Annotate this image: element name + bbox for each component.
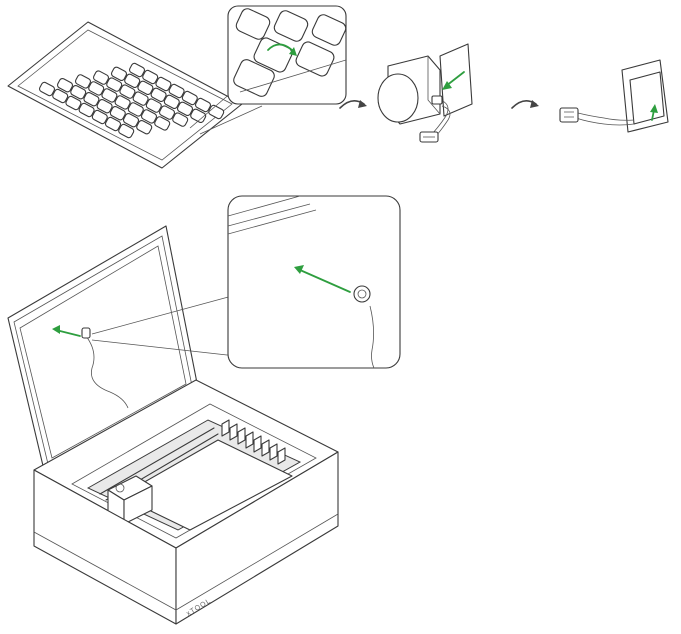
drag-chain-link: [269, 443, 278, 461]
adhesive-pad: [158, 105, 176, 120]
zoomed-sensor: [353, 285, 371, 303]
adhesive-pad: [52, 88, 69, 104]
adhesive-pad: [194, 97, 212, 113]
adhesive-pad: [124, 73, 141, 88]
adhesive-pad: [106, 77, 123, 92]
adhesive-pad: [163, 94, 180, 109]
drag-chain-link: [261, 439, 270, 457]
drag-chain: [221, 419, 286, 465]
drag-chain-link: [221, 419, 230, 437]
adhesive-pad: [56, 78, 74, 93]
adhesive-pad: [70, 85, 87, 100]
adhesive-pad: [91, 109, 108, 125]
drag-chain-link: [229, 423, 238, 441]
adhesive-pad: [181, 90, 198, 106]
step-arrow-1: [339, 100, 367, 109]
adhesive-pad: [38, 81, 56, 97]
drag-chain-link: [237, 427, 246, 445]
adhesive-pad: [142, 69, 159, 85]
adhesive-pad: [176, 101, 194, 116]
adhesive-pad: [168, 83, 185, 99]
pad-grid: [38, 62, 225, 139]
adhesive-pad: [128, 62, 146, 78]
adhesive-pad: [110, 66, 128, 81]
adhesive-pad: [154, 116, 171, 131]
adhesive-pad: [136, 120, 153, 135]
drag-chain-link: [245, 431, 254, 449]
adhesive-pad: [127, 102, 144, 117]
adhesive-pad: [155, 76, 172, 92]
adhesive-pad: [190, 108, 207, 123]
adhesive-pad: [65, 95, 82, 111]
adhesive-pad: [74, 74, 92, 89]
adhesive-pad: [109, 106, 126, 121]
sheet-zoom-callout: [189, 5, 347, 135]
adhesive-pad: [119, 84, 136, 99]
sensor-module-with-pad: [377, 43, 473, 143]
laser-machine: xTOOL: [7, 225, 339, 625]
adhesive-pad: [122, 113, 140, 128]
lid-sensor: [81, 327, 91, 339]
adhesive-pad: [150, 87, 167, 102]
adhesive-pad: [137, 80, 154, 95]
adhesive-pad: [83, 92, 100, 107]
adhesive-pad: [78, 102, 95, 118]
adhesive-pad: [101, 88, 118, 103]
assembled-sensor-module: [559, 59, 669, 133]
adhesive-pad: [104, 116, 122, 132]
adhesive-pad: [114, 95, 131, 110]
step-arrow-2: [511, 100, 539, 109]
drag-chain-link: [253, 435, 262, 453]
adhesive-pad-sheet: [7, 21, 243, 169]
adhesive-pad: [118, 123, 135, 139]
adhesive-pad: [145, 98, 162, 113]
adhesive-pad: [172, 112, 189, 127]
adhesive-pad: [96, 99, 113, 114]
adhesive-pad: [92, 70, 110, 85]
adhesive-pad: [88, 81, 105, 96]
lid-zoom-callout: [91, 195, 401, 369]
adhesive-pad: [132, 91, 149, 106]
adhesive-pad: [140, 109, 158, 124]
drag-chain-link: [277, 447, 286, 465]
